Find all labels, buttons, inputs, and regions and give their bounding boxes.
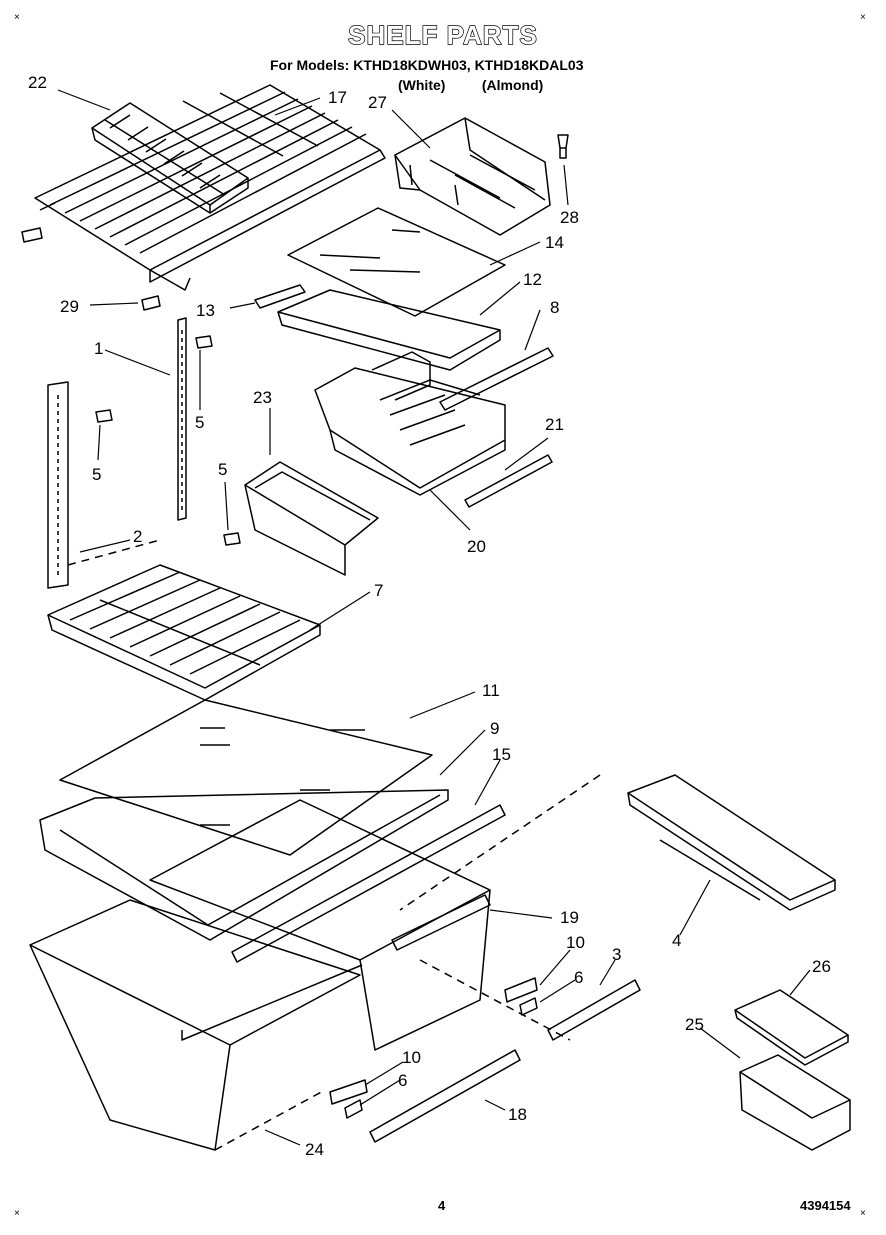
- callout-21: 21: [545, 415, 564, 434]
- callout-25: 25: [685, 1015, 704, 1034]
- page-number: 4: [438, 1198, 446, 1213]
- callout-11: 11: [482, 681, 500, 700]
- document-number: 4394154: [800, 1198, 851, 1213]
- clips-upper-drawing: [504, 977, 538, 1016]
- clips-lower-drawing: [329, 1079, 368, 1119]
- callout-28: 28: [560, 208, 579, 227]
- corner-mark-bottom-left: ×: [14, 1208, 20, 1219]
- frame-9-drawing: [39, 789, 449, 941]
- callout-22: 22: [28, 73, 47, 92]
- callout-13: 13: [196, 301, 215, 320]
- models-line: For Models: KTHD18KDWH03, KTHD18KDAL03: [270, 57, 584, 73]
- callout-17: 17: [328, 88, 347, 107]
- callout-6-upper: 6: [574, 968, 583, 987]
- glass-shelf-11-drawing: [59, 699, 433, 856]
- door-bin-23-drawing: [244, 461, 379, 576]
- screw-28-drawing: [557, 134, 569, 159]
- callout-5-top: 5: [195, 413, 204, 432]
- rail-18-drawing: [369, 1049, 521, 1143]
- crisper-drawer-24-drawing: [29, 899, 363, 1151]
- corner-mark-top-right: ×: [860, 12, 866, 23]
- freezer-bin-drawing: [394, 117, 551, 236]
- freezer-wire-shelf-drawing: [34, 84, 386, 291]
- callout-19: 19: [560, 908, 579, 927]
- corner-mark-top-left: ×: [14, 12, 20, 23]
- callout-7: 7: [374, 581, 383, 600]
- callout-10-lower: 10: [402, 1048, 421, 1067]
- callout-labels: 22 17 27 28 14 29 13 12 8 1 5 23 21 5 5 …: [28, 73, 831, 1159]
- leader-lines: [57, 89, 811, 1146]
- ladder-1-drawing: [177, 317, 187, 521]
- ice-tray-drawing: [91, 102, 249, 214]
- page-title: SHELF PARTS: [347, 19, 538, 50]
- callout-6-lower: 6: [398, 1071, 407, 1090]
- callout-18: 18: [508, 1105, 527, 1124]
- callout-23: 23: [253, 388, 272, 407]
- callout-15: 15: [492, 745, 511, 764]
- rail-3-drawing: [547, 979, 641, 1041]
- callout-9: 9: [490, 719, 499, 738]
- lid-26-drawing: [734, 989, 849, 1066]
- callout-24: 24: [305, 1140, 324, 1159]
- callout-27: 27: [368, 93, 387, 112]
- callout-5-mid: 5: [218, 460, 227, 479]
- callout-20: 20: [467, 537, 486, 556]
- corner-mark-bottom-right: ×: [860, 1208, 866, 1219]
- callout-26: 26: [812, 957, 831, 976]
- screws-5-drawing: [95, 335, 241, 546]
- shelf-frame-12-drawing: [277, 289, 501, 371]
- rail-15-drawing: [231, 804, 506, 963]
- rail-13-drawing: [254, 284, 306, 309]
- rail-8-drawing: [439, 347, 554, 411]
- callout-2: 2: [133, 527, 142, 546]
- ladder-2-drawing: [47, 381, 161, 589]
- callout-12: 12: [523, 270, 542, 289]
- callout-3: 3: [612, 945, 621, 964]
- callout-1: 1: [94, 339, 103, 358]
- callout-4: 4: [672, 931, 681, 950]
- callout-14: 14: [545, 233, 564, 252]
- callout-8: 8: [550, 298, 559, 317]
- bin-25-drawing: [739, 1054, 851, 1151]
- wire-shelf-7-drawing: [47, 564, 321, 701]
- callout-10-upper: 10: [566, 933, 585, 952]
- crisper-pan-drawing: [314, 351, 506, 496]
- variant-white: (White): [398, 77, 446, 93]
- crisper-drawer-19-drawing: [149, 799, 571, 1051]
- model-variants: (White) (Almond): [398, 77, 543, 93]
- cover-4-drawing: [399, 774, 836, 911]
- callout-5-left: 5: [92, 465, 101, 484]
- callout-29: 29: [60, 297, 79, 316]
- variant-almond: (Almond): [481, 77, 544, 93]
- glass-shelf-14-drawing: [287, 207, 506, 317]
- rail-21-drawing: [464, 454, 553, 508]
- pin-29-drawing: [21, 227, 161, 311]
